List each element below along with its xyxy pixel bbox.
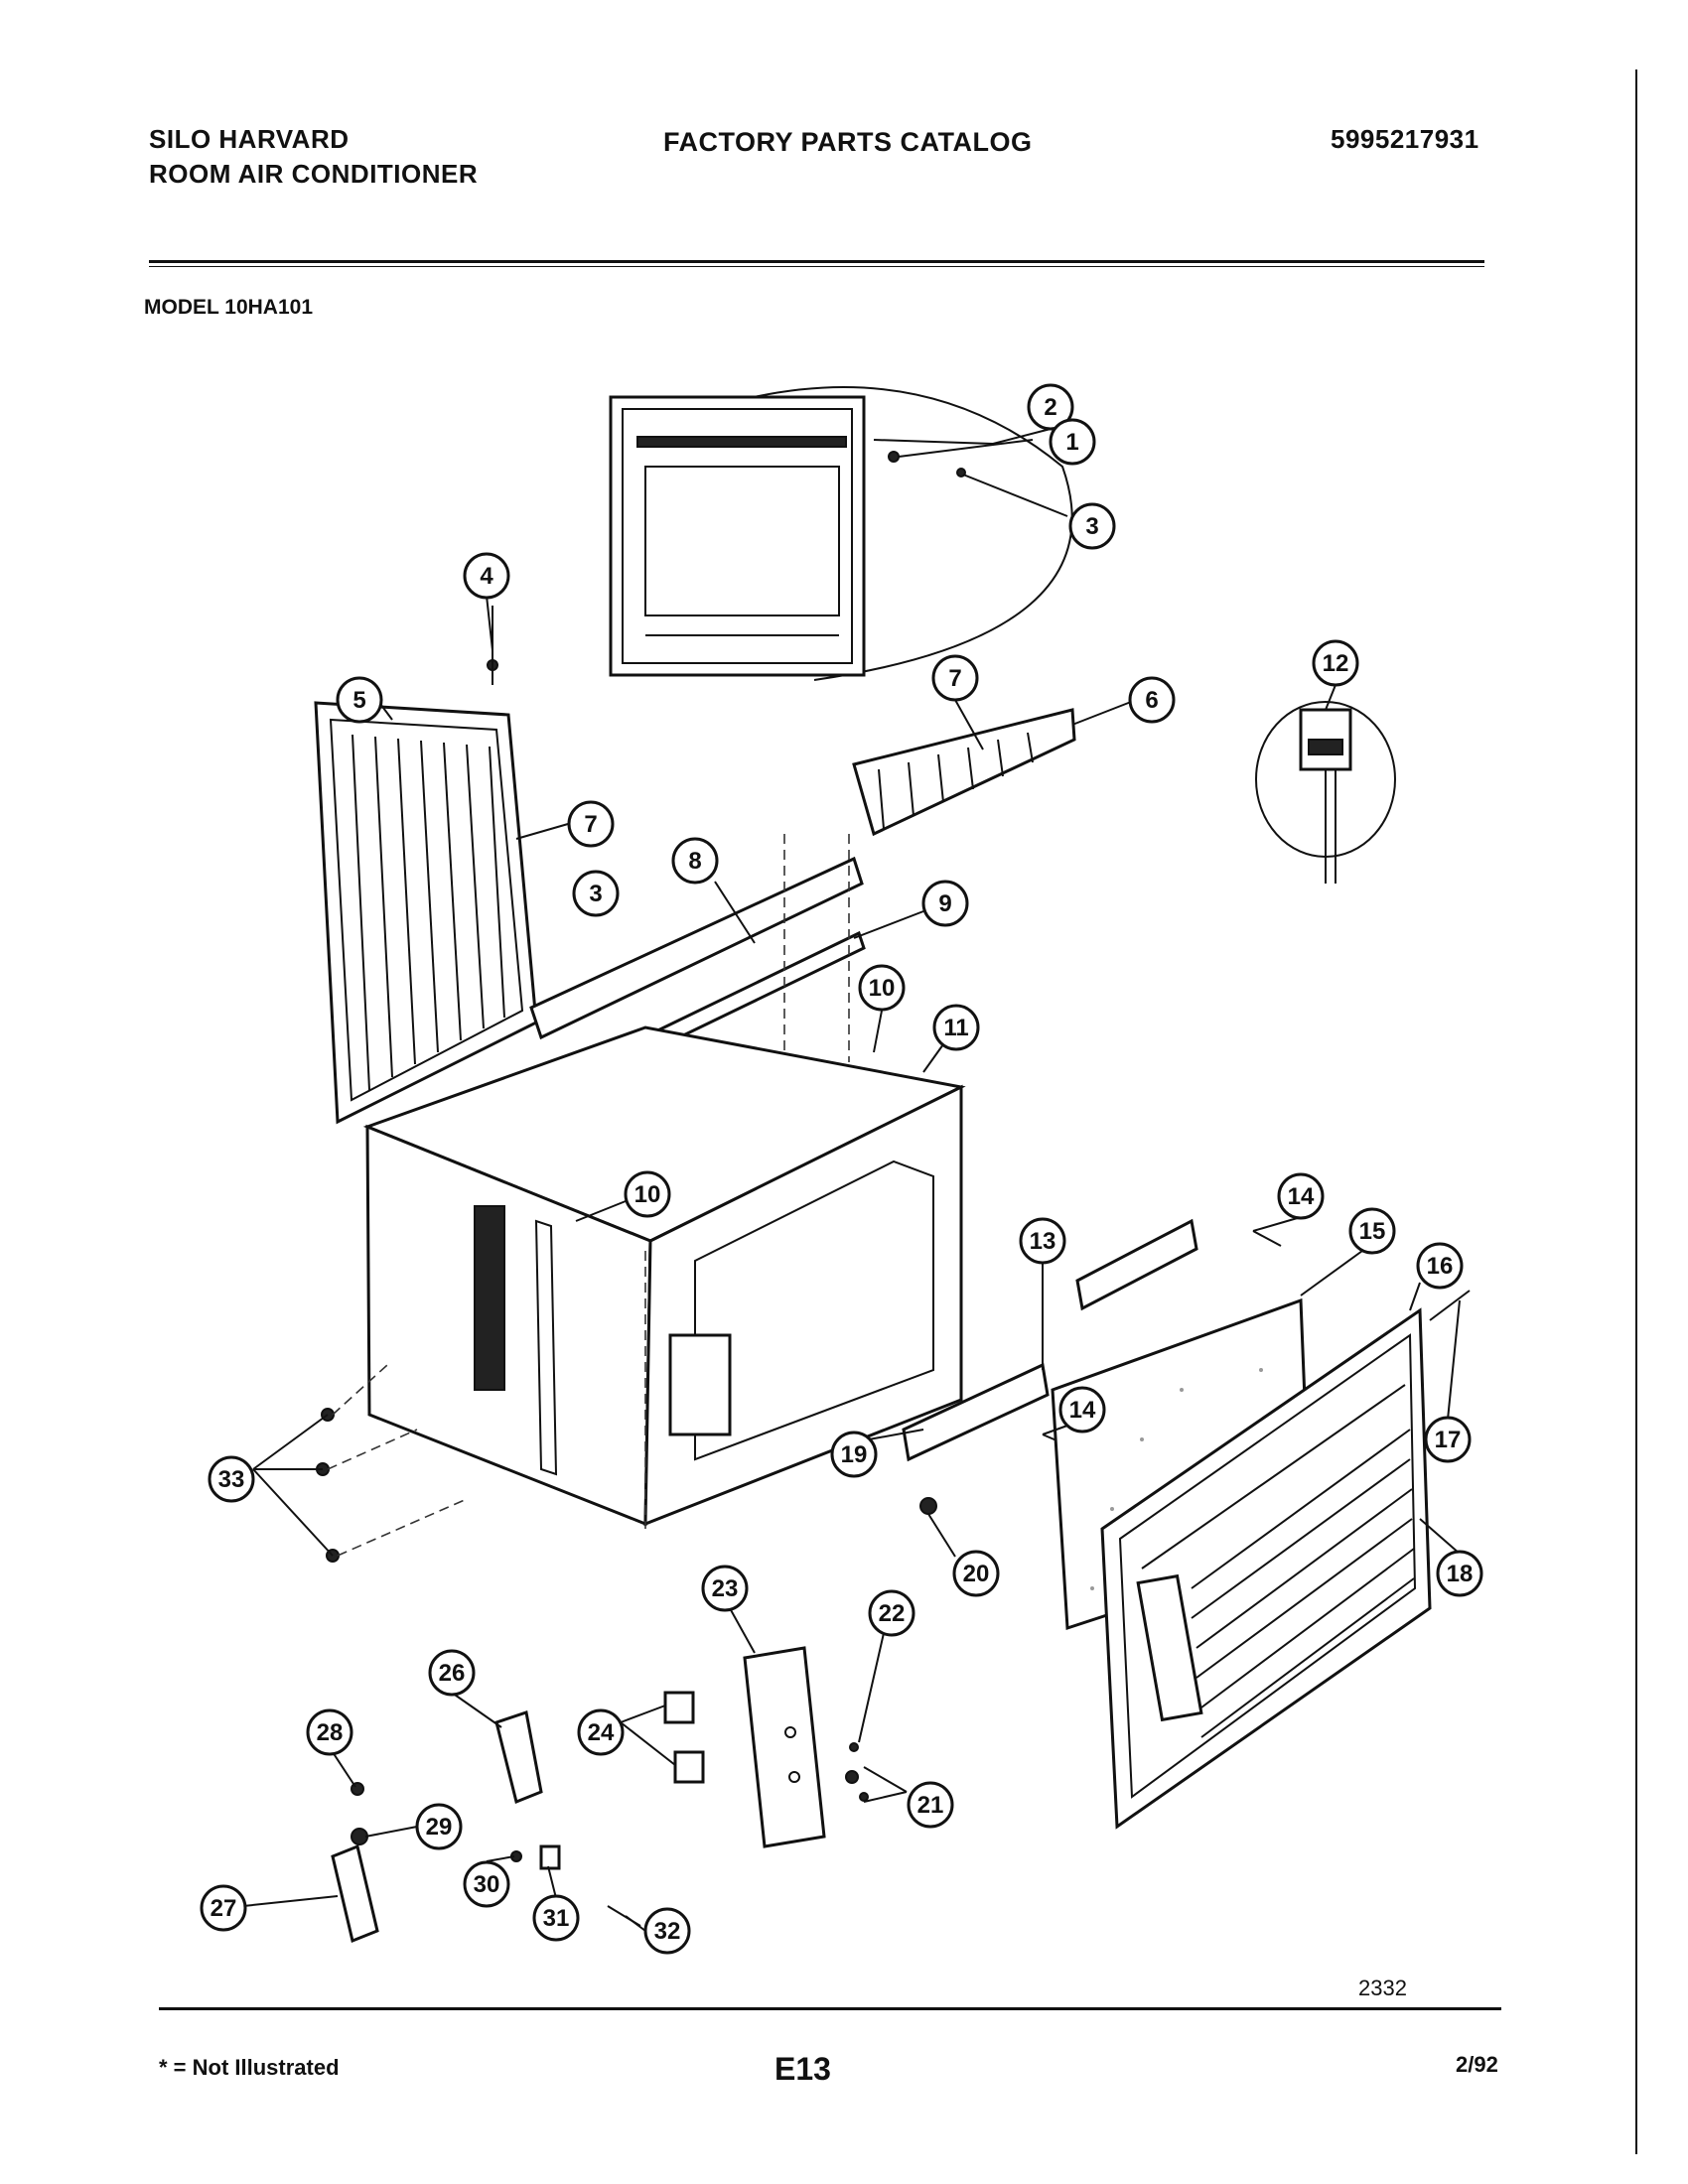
callout-7-left-label: 7: [584, 811, 597, 838]
callout-24-label: 24: [588, 1719, 615, 1746]
window-panel-part: [609, 386, 1073, 681]
callout-10-top: 10: [858, 964, 906, 1012]
callout-14-top-label: 14: [1288, 1183, 1315, 1210]
callout-7-top-label: 7: [948, 665, 961, 692]
callout-7-top: 7: [931, 654, 979, 702]
callout-7-left: 7: [567, 800, 615, 848]
front-filter-panel-part: [314, 606, 538, 1125]
bracket-parts: [902, 1218, 1282, 1462]
callout-12: 12: [1312, 639, 1359, 687]
callout-14-low: 14: [1058, 1386, 1106, 1433]
callout-19-label: 19: [841, 1441, 868, 1468]
callout-20-label: 20: [963, 1561, 990, 1587]
leader-lines: [242, 428, 1461, 1932]
callout-6: 6: [1128, 676, 1176, 724]
control-plate-part: [743, 1646, 826, 1848]
callout-23: 23: [701, 1565, 749, 1612]
callout-3-left-label: 3: [589, 881, 602, 907]
callout-18: 18: [1436, 1550, 1483, 1597]
callout-28-label: 28: [317, 1719, 344, 1746]
callout-13-label: 13: [1030, 1228, 1056, 1255]
callout-21: 21: [907, 1781, 954, 1829]
callout-14-low-label: 14: [1069, 1397, 1096, 1424]
callout-33-label: 33: [218, 1466, 245, 1493]
callout-9: 9: [921, 880, 969, 927]
callout-27-label: 27: [211, 1895, 237, 1922]
callout-30-label: 30: [474, 1871, 500, 1898]
callout-10-mid: 10: [624, 1170, 671, 1218]
callout-26: 26: [428, 1649, 476, 1697]
revision-date: 2/92: [1456, 2052, 1498, 2077]
header-rule: [149, 260, 1484, 263]
callout-15: 15: [1348, 1207, 1396, 1255]
callout-29-label: 29: [426, 1814, 453, 1841]
callout-1-label: 1: [1065, 429, 1078, 456]
callout-22: 22: [868, 1589, 915, 1637]
switch-detail-part: [1255, 701, 1396, 884]
callout-2-label: 2: [1044, 394, 1056, 421]
callout-6-label: 6: [1145, 687, 1158, 714]
callout-16-label: 16: [1427, 1253, 1454, 1280]
cabinet-body-part: [362, 1025, 966, 1529]
callout-31: 31: [532, 1894, 580, 1942]
callout-17: 17: [1424, 1416, 1472, 1463]
louver-part: [852, 708, 1076, 837]
callout-21-label: 21: [917, 1792, 944, 1819]
callout-29: 29: [415, 1803, 463, 1850]
callout-30: 30: [463, 1860, 510, 1908]
catalog-title: FACTORY PARTS CATALOG: [663, 127, 1033, 157]
catalog-part-number: 5995217931: [1331, 124, 1479, 154]
callout-11-label: 11: [943, 1015, 968, 1041]
callout-4-label: 4: [480, 563, 493, 590]
footer-rule: [159, 2007, 1501, 2010]
page-edge-line: [1635, 69, 1637, 2154]
page-id: E13: [774, 2051, 831, 2087]
callout-12-label: 12: [1323, 650, 1349, 677]
callout-23-label: 23: [712, 1575, 739, 1602]
callout-11: 11: [932, 1004, 980, 1051]
callout-28: 28: [306, 1708, 353, 1756]
footnote: * = Not Illustrated: [159, 2055, 340, 2080]
product-type: ROOM AIR CONDITIONER: [149, 159, 479, 189]
callout-20: 20: [952, 1550, 1000, 1597]
drawing-number: 2332: [1358, 1976, 1407, 2000]
callout-10-mid-label: 10: [634, 1181, 661, 1208]
callout-33: 33: [208, 1455, 255, 1503]
callout-8: 8: [671, 837, 719, 885]
front-grille-part: [1100, 1290, 1471, 1830]
callout-16: 16: [1416, 1242, 1464, 1290]
model-label: MODEL 10HA101: [144, 296, 314, 319]
callout-15-label: 15: [1359, 1218, 1386, 1245]
callout-31-label: 31: [543, 1905, 570, 1932]
callout-10-top-label: 10: [869, 975, 896, 1002]
callout-26-label: 26: [439, 1660, 466, 1687]
callout-4: 4: [463, 552, 510, 600]
callout-5-label: 5: [352, 687, 365, 714]
callout-32-label: 32: [654, 1918, 681, 1945]
small-hardware-parts: [316, 1408, 937, 1944]
callout-3-left: 3: [572, 870, 620, 917]
callout-2: 2: [1027, 383, 1074, 431]
callout-8-label: 8: [688, 848, 701, 875]
callout-17-label: 17: [1435, 1427, 1462, 1453]
callout-3: 3: [1068, 502, 1116, 550]
callout-27: 27: [200, 1884, 247, 1932]
callout-14-top: 14: [1277, 1172, 1325, 1220]
callout-18-label: 18: [1447, 1561, 1474, 1587]
callout-9-label: 9: [938, 890, 951, 917]
header-rule-thin: [149, 266, 1484, 267]
brand-title: SILO HARVARD: [149, 124, 350, 154]
callout-13: 13: [1019, 1217, 1066, 1265]
callout-5: 5: [336, 676, 383, 724]
callout-24: 24: [577, 1708, 625, 1756]
callout-3-label: 3: [1085, 513, 1098, 540]
callout-19: 19: [830, 1431, 878, 1478]
callout-22-label: 22: [879, 1600, 906, 1627]
callout-32: 32: [643, 1907, 691, 1955]
callout-1: 1: [1049, 418, 1096, 466]
